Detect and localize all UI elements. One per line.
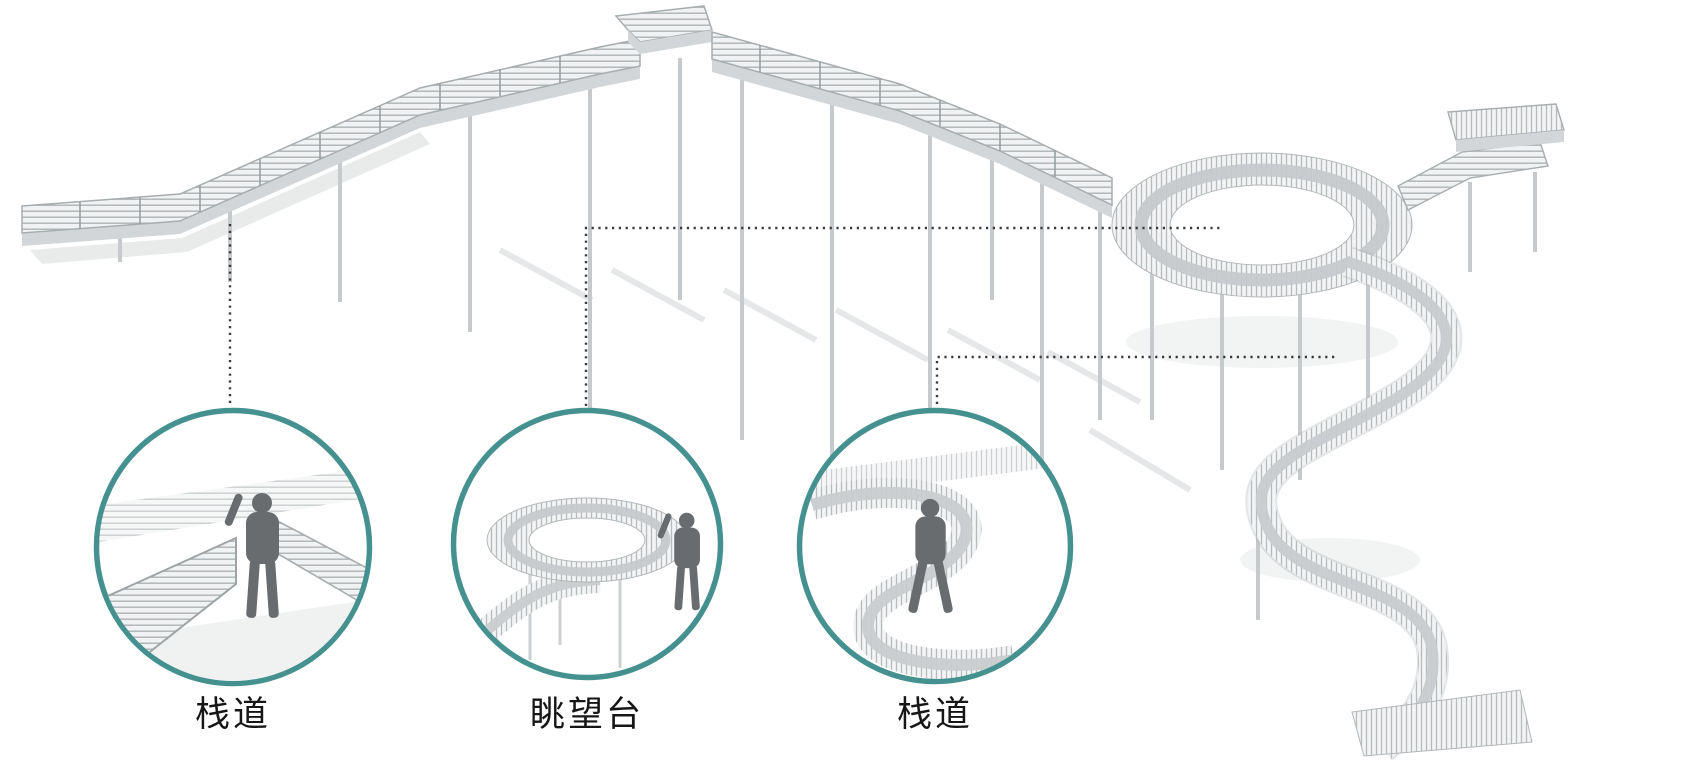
ramp-end xyxy=(1351,689,1533,757)
left-ramp-shadow xyxy=(30,132,430,264)
callout-circle-2 xyxy=(450,407,724,681)
callout-circle-3 xyxy=(796,407,1074,685)
callout-label-2: 眺望台 xyxy=(529,695,644,734)
branch-platform xyxy=(1397,103,1565,211)
person-silhouette xyxy=(908,498,953,613)
s-curve-ramp xyxy=(1245,246,1533,761)
leader-line-3 xyxy=(935,355,1337,404)
lookout-ring xyxy=(1111,152,1413,298)
person-silhouette xyxy=(657,512,700,611)
support-columns xyxy=(118,58,1537,700)
callout-label-3: 栈道 xyxy=(896,695,973,734)
person-silhouette xyxy=(224,493,279,618)
main-walkway xyxy=(21,5,1113,246)
ring-shadow xyxy=(1126,316,1398,368)
ground-shadows xyxy=(498,247,1192,493)
leader-line-2 xyxy=(584,226,1220,406)
callout-label-1: 栈道 xyxy=(194,695,271,734)
callout-circle-1 xyxy=(93,407,373,687)
